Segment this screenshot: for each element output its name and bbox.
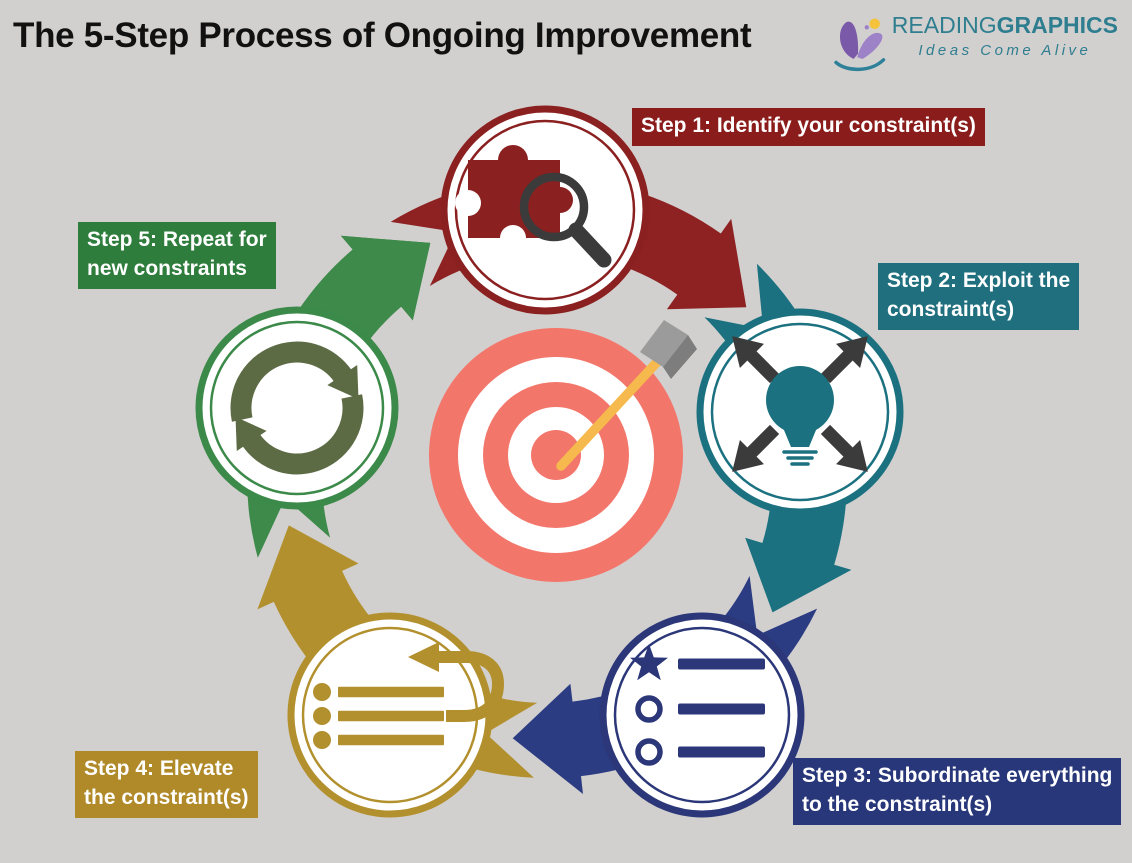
page-title: The 5-Step Process of Ongoing Improvemen…: [13, 16, 752, 55]
list-loopback-arrow-icon: [313, 642, 505, 749]
step4-label-line2: the constraint(s): [84, 786, 249, 809]
step2-label-line2: constraint(s): [887, 298, 1015, 321]
step3-label: Step 3: Subordinate everything to the con…: [793, 758, 1122, 825]
step5-circle-inner-ring: [209, 320, 385, 496]
step3-label-line2: to the constraint(s): [802, 793, 993, 816]
step2-circle-inner-ring: [710, 322, 890, 502]
step5-label-line2: new constraints: [87, 257, 247, 280]
step4-label: Step 4: Elevate the constraint(s): [75, 751, 258, 818]
lightbulb-expand-arrows-icon: [732, 336, 868, 472]
step1-label-line1: Step 1: Identify your constraint(s): [641, 114, 976, 137]
sync-repeat-icon: [230, 341, 364, 475]
step3-label-line1: Step 3: Subordinate everything: [802, 764, 1113, 787]
step3-circle: [599, 612, 805, 818]
step1-circle-inner-ring: [454, 119, 636, 301]
step5-label: Step 5: Repeat for new constraints: [78, 222, 276, 289]
butterfly-book-logo-icon: [834, 18, 886, 72]
step2-label: Step 2: Exploit the constraint(s): [878, 263, 1080, 330]
cycle-arrow-step5-head: [340, 235, 431, 321]
brand-name: READINGGRAPHICS: [892, 12, 1118, 39]
step5-label-line1: Step 5: Repeat for: [87, 228, 267, 251]
brand-logo: READINGGRAPHICS Ideas Come Alive: [829, 12, 1118, 76]
step4-label-line1: Step 4: Elevate: [84, 757, 234, 780]
star-priority-list-icon: [630, 644, 765, 766]
step3-circle-inner-ring: [613, 626, 791, 804]
brand-name-reading: READING: [891, 12, 997, 38]
step2-label-line1: Step 2: Exploit the: [887, 269, 1071, 292]
bullseye-arrow-icon: [429, 320, 697, 582]
brand-name-graphics: GRAPHICS: [996, 12, 1118, 38]
step1-label: Step 1: Identify your constraint(s): [632, 108, 985, 146]
puzzle-piece-magnifier-icon: [455, 145, 612, 268]
brand-tagline: Ideas Come Alive: [918, 42, 1092, 59]
step5-circle: [195, 306, 399, 510]
